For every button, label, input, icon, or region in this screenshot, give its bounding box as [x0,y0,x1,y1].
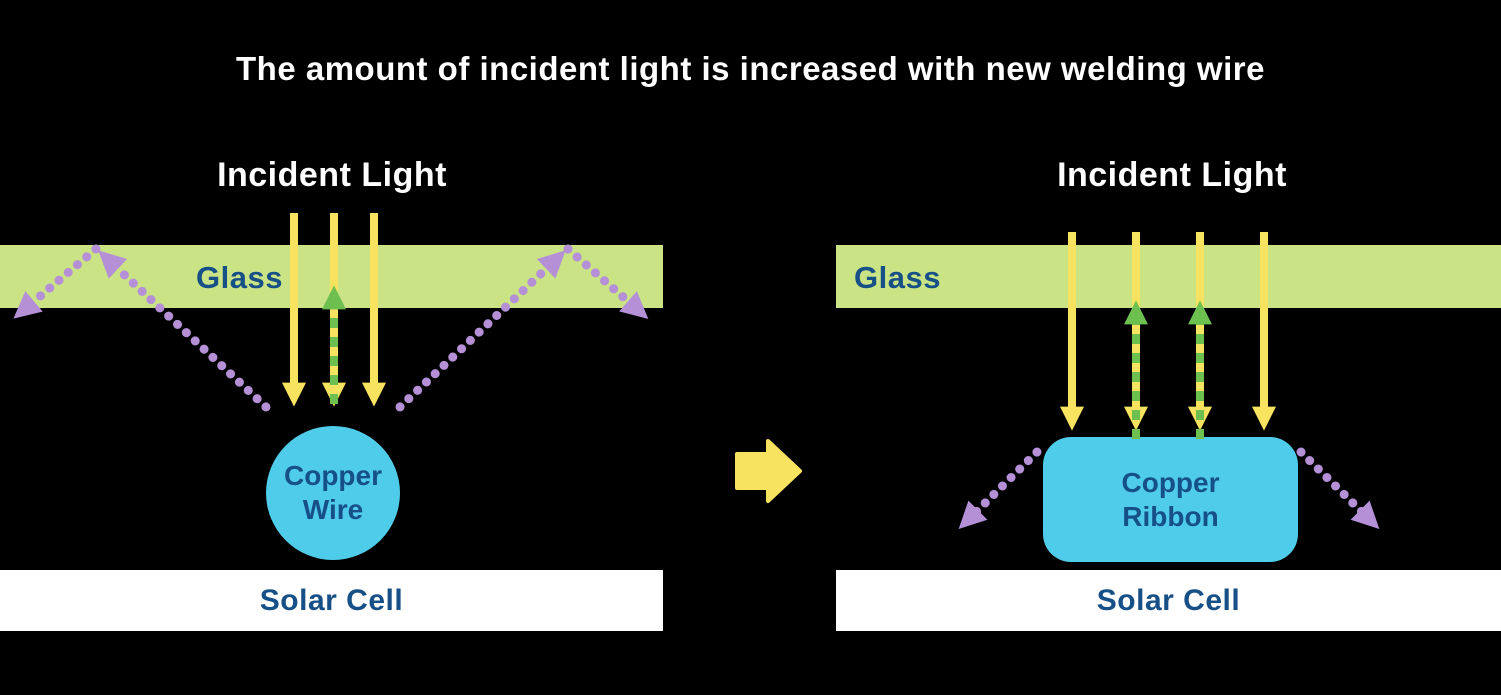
incident-light-label-left: Incident Light [217,156,447,194]
scattered-light-arrow [1296,447,1380,530]
copper-wire-label-line2: Wire [302,494,364,525]
copper-wire-label-line1: Copper [284,460,382,491]
scattered-light-arrows-left [13,244,649,412]
copper-ribbon-label-line2: Ribbon [1122,500,1219,532]
scattered-light-arrow [98,250,271,412]
copper-ribbon-label-line1: Copper [1121,466,1220,498]
glass-label-left: Glass [196,260,283,295]
scattered-light-arrow [563,244,649,319]
scattered-light-arrow [958,447,1042,530]
reflected-light-arrows-right [1124,300,1212,439]
copper-ribbon-rect: Copper Ribbon [1043,437,1298,562]
solar-cell-label-right: Solar Cell [1096,583,1241,617]
scattered-light-arrows-right [958,447,1380,530]
glass-label-right: Glass [854,260,941,295]
scattered-light-arrow [13,244,101,319]
solar-cell-bar-right: Solar Cell [836,570,1501,631]
solar-cell-label-left: Solar Cell [259,583,404,617]
glass-bar-right [836,245,1501,308]
incident-light-arrows-right [1060,232,1276,431]
transition-arrow-icon [735,439,802,503]
incident-light-label-right: Incident Light [1057,156,1287,194]
copper-wire-circle: Copper Wire [266,426,400,560]
scattered-light-arrow [395,250,566,412]
solar-cell-bar-left: Solar Cell [0,570,663,631]
diagram-title: The amount of incident light is increase… [236,50,1265,87]
